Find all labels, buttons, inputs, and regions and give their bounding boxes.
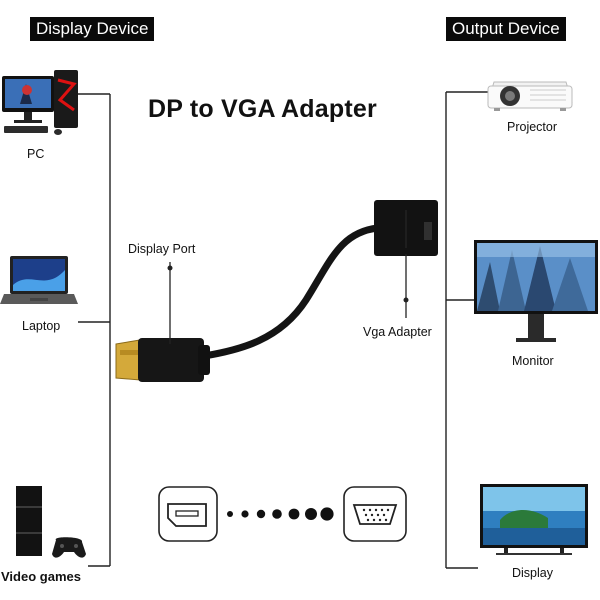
right-bracket (445, 91, 490, 569)
adapter-cable (200, 224, 382, 360)
connection-dots (227, 507, 334, 521)
display-device-header: Display Device (30, 17, 155, 41)
vga-adapter-box (374, 200, 438, 256)
output-device-header: Output Device (446, 17, 566, 41)
device-label-projector: Projector (507, 120, 558, 134)
callout-lines (169, 254, 407, 344)
left-bracket (70, 93, 111, 567)
device-label-pc: PC (27, 147, 45, 161)
dp-connector (115, 338, 210, 382)
page-title: DP to VGA Adapter (148, 95, 377, 123)
monitor-icon (474, 240, 598, 342)
dp-port-icon (158, 486, 218, 542)
vga-port-icon (343, 486, 407, 542)
projector-icon (487, 81, 573, 111)
device-label-video-games: Video games (1, 569, 81, 584)
device-label-laptop: Laptop (22, 319, 61, 333)
device-label-monitor: Monitor (512, 354, 554, 368)
callout-display-port: Display Port (128, 242, 196, 256)
device-label-display: Display (512, 566, 553, 580)
game-console-icon (16, 486, 86, 558)
tv-display-icon (480, 484, 588, 555)
pc-icon (2, 70, 78, 135)
laptop-icon (0, 256, 78, 304)
callout-vga-adapter: Vga Adapter (363, 325, 432, 339)
